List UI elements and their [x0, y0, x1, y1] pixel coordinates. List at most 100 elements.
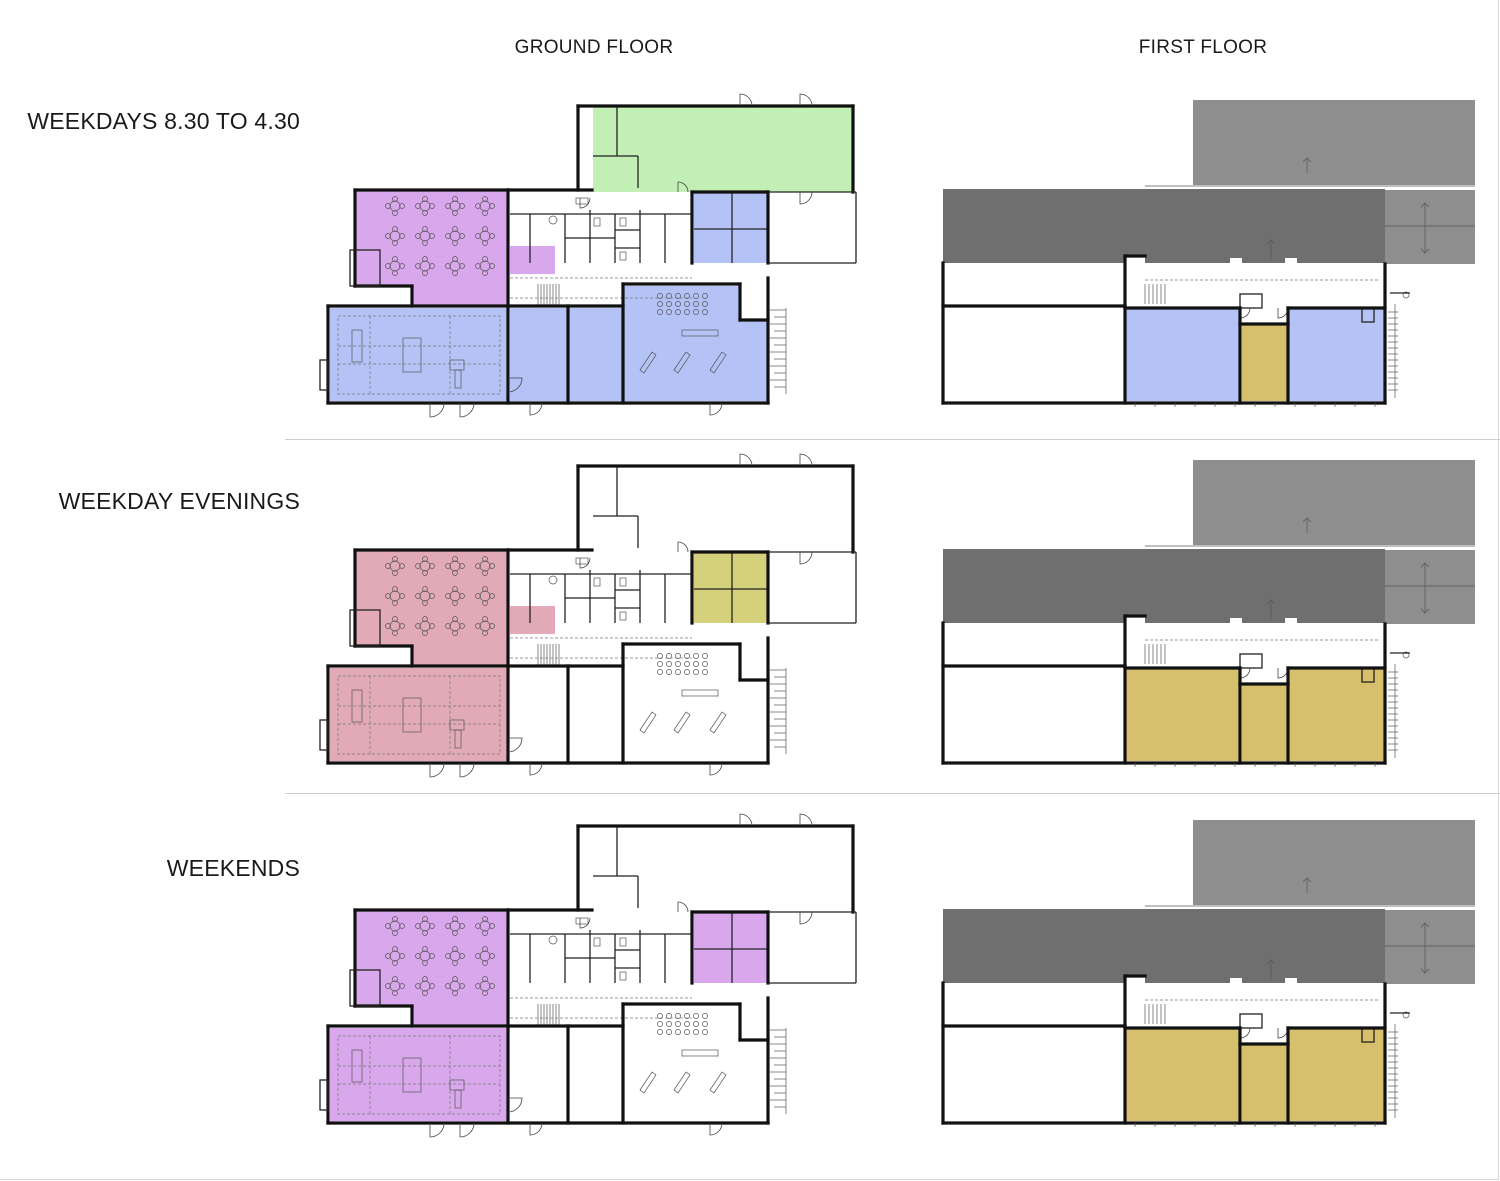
- east-chair: [666, 1013, 672, 1019]
- cafe-chair: [489, 623, 495, 629]
- cafe-chair: [475, 233, 481, 239]
- room-first-right: [1289, 308, 1385, 401]
- cafe-chair: [422, 976, 428, 982]
- east-chair: [684, 661, 690, 667]
- cafe-chair: [489, 923, 495, 929]
- cafe-chair: [415, 563, 421, 569]
- roof-notch: [1125, 976, 1145, 984]
- door-swing: [507, 1097, 523, 1113]
- roof-pitch-arrow: [1302, 157, 1312, 173]
- room-first-right: [1289, 1028, 1385, 1121]
- east-chair: [657, 1021, 663, 1027]
- door-swing: [739, 813, 753, 827]
- east-chair: [693, 1021, 699, 1027]
- wc-fixture: [619, 937, 627, 947]
- cafe-chair: [399, 203, 405, 209]
- room-meeting-d: [732, 229, 768, 263]
- door-swing: [507, 737, 523, 753]
- wc-fixture: [619, 611, 627, 621]
- east-chair: [693, 293, 699, 299]
- cafe-chair: [422, 930, 428, 936]
- cafe-chair: [415, 953, 421, 959]
- cafe-table: [479, 950, 491, 962]
- cafe-chair: [475, 263, 481, 269]
- door-swing: [799, 191, 813, 205]
- cafe-chair: [422, 226, 428, 232]
- east-chair: [684, 1013, 690, 1019]
- cafe-chair: [392, 946, 398, 952]
- door-swing: [677, 181, 689, 193]
- cafe-chair: [459, 263, 465, 269]
- cafe-table: [449, 950, 461, 962]
- cafe-chair: [489, 203, 495, 209]
- door-swing: [799, 551, 813, 565]
- door-swing: [677, 541, 689, 553]
- main-hall-markings: [337, 1035, 501, 1115]
- room-meeting-d: [732, 949, 768, 983]
- cafe-chair: [482, 990, 488, 996]
- kitchen-bay: [349, 249, 381, 287]
- cafe-chair: [422, 240, 428, 246]
- east-chair: [702, 661, 708, 667]
- cafe-chair: [392, 990, 398, 996]
- cafe-chair: [422, 616, 428, 622]
- roof-light-upper: [1193, 820, 1475, 905]
- cafe-table: [449, 260, 461, 272]
- door-swing: [459, 1122, 475, 1138]
- cafe-chair: [392, 600, 398, 606]
- cafe-chair: [422, 600, 428, 606]
- room-meeting-d: [732, 589, 768, 623]
- cafe-chair: [415, 623, 421, 629]
- east-bench: [709, 1071, 727, 1094]
- east-chair: [693, 301, 699, 307]
- cafe-chair: [482, 210, 488, 216]
- roof-pitch-arrow: [1266, 239, 1276, 260]
- east-chair: [657, 653, 663, 659]
- cafe-chair: [422, 630, 428, 636]
- cafe-chair: [385, 203, 391, 209]
- east-chair: [684, 309, 690, 315]
- east-chair: [702, 669, 708, 675]
- cafe-chair: [489, 983, 495, 989]
- cafe-chair: [482, 976, 488, 982]
- room-meeting-a: [694, 912, 732, 949]
- room-hall: [593, 106, 853, 192]
- wc-fixture: [548, 935, 558, 945]
- east-chair: [666, 653, 672, 659]
- cafe-chair: [452, 270, 458, 276]
- cafe-chair: [452, 570, 458, 576]
- cafe-table: [389, 560, 401, 572]
- door-swing: [799, 813, 813, 827]
- main-hall-table: [402, 1057, 422, 1093]
- east-chair: [666, 309, 672, 315]
- roof-pitch-arrow: [1420, 562, 1430, 614]
- ground-floor-plan-weekends: [319, 813, 857, 1138]
- roof-pitch-arrow: [1302, 877, 1312, 893]
- door-swing: [739, 93, 753, 107]
- cafe-chair: [452, 240, 458, 246]
- roof-light-upper: [1193, 100, 1475, 185]
- wc-fixture: [575, 197, 589, 205]
- row-divider: [285, 793, 1500, 794]
- cafe-chair: [445, 923, 451, 929]
- east-chair: [675, 1021, 681, 1027]
- scenario-label-weekends: WEEKENDS: [166, 855, 300, 881]
- cafe-chair: [489, 563, 495, 569]
- room-hall: [593, 826, 853, 912]
- east-chair: [666, 301, 672, 307]
- wc-fixture: [575, 917, 589, 925]
- cafe-chair: [429, 563, 435, 569]
- roof-light-right: [1385, 190, 1475, 264]
- room-cafe: [355, 550, 508, 666]
- east-chair: [657, 293, 663, 299]
- lift-lobby: [1239, 293, 1263, 309]
- cafe-chair: [445, 623, 451, 629]
- door-swing: [529, 1122, 543, 1136]
- roof-light-right: [1385, 910, 1475, 984]
- cafe-chair: [452, 256, 458, 262]
- cafe-table: [389, 620, 401, 632]
- room-meeting-a: [694, 552, 732, 589]
- room-meeting-b: [732, 192, 768, 229]
- east-chair: [702, 1021, 708, 1027]
- cafe-chair: [399, 563, 405, 569]
